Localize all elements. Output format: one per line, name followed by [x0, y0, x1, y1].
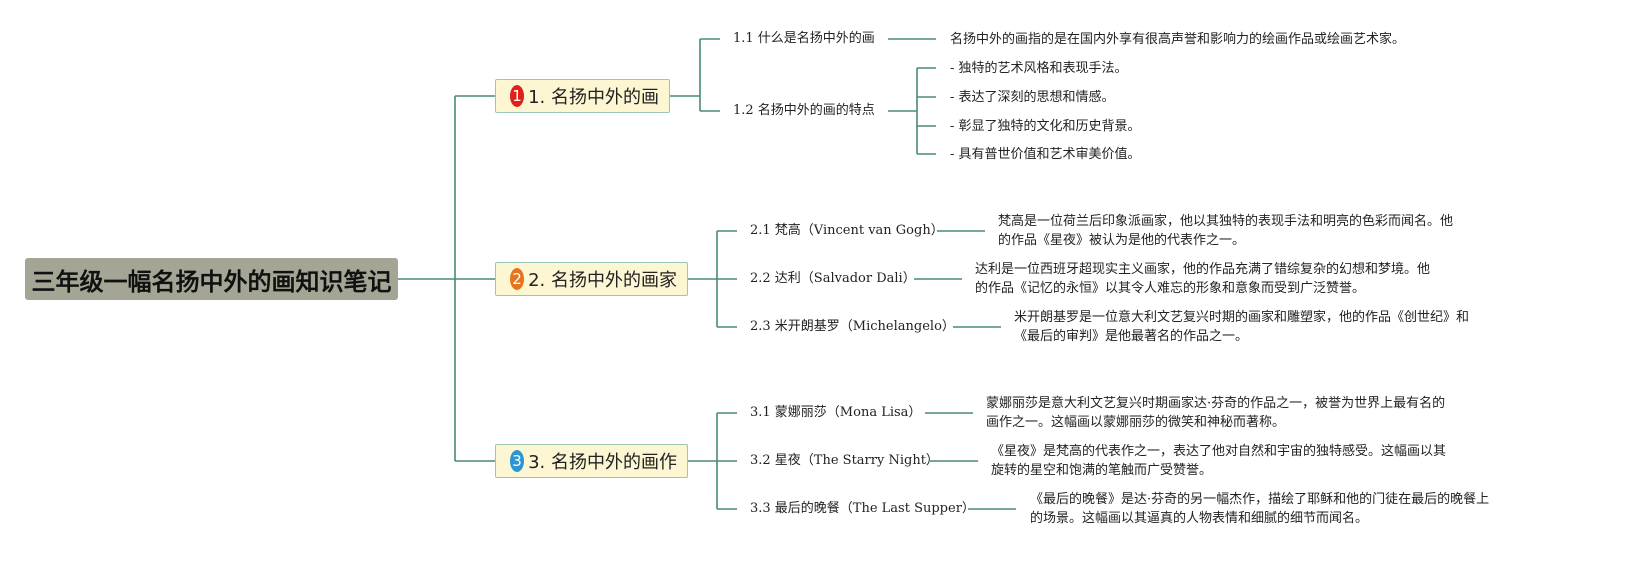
detail-2-1-1: 梵高是一位荷兰后印象派画家，他以其独特的表现手法和明亮的色彩而闻名。他 [998, 214, 1454, 229]
detail-3-1-1: 蒙娜丽莎是意大利文艺复兴时期画家达·芬奇的作品之一，被誉为世界上最有名的 [986, 396, 1446, 411]
detail-1-1-1: 名扬中外的画指的是在国内外享有很高声誉和影响力的绘画作品或绘画艺术家。 [950, 32, 1406, 47]
detail-1-2-1: - 独特的艺术风格和表现手法。 [950, 61, 1128, 76]
branch-topic-1[interactable]: 1 1. 名扬中外的画 [495, 79, 670, 113]
connector-root [398, 95, 495, 462]
branch-label: 2. 名扬中外的画家 [528, 270, 677, 291]
detail-2-2-2: 的作品《记忆的永恒》以其令人难忘的形象和意象而受到广泛赞誉。 [975, 281, 1366, 296]
detail-2-3-2: 《最后的审判》是他最著名的作品之一。 [1014, 329, 1249, 344]
root-topic[interactable]: 三年级一幅名扬中外的画知识笔记 [25, 258, 398, 300]
subtopic-3-1[interactable]: 3.1 蒙娜丽莎（Mona Lisa） [750, 405, 922, 420]
subtopic-2-1[interactable]: 2.1 梵高（Vincent van Gogh） [750, 223, 944, 238]
branch-topic-3[interactable]: 3 3. 名扬中外的画作 [495, 444, 688, 478]
priority-2-icon: 2 [510, 268, 525, 290]
branch-label: 3. 名扬中外的画作 [528, 452, 677, 473]
detail-2-2-1: 达利是一位西班牙超现实主义画家，他的作品充满了错综复杂的幻想和梦境。他 [975, 262, 1431, 277]
connector-branch-3 [688, 412, 737, 510]
subtopic-1-2[interactable]: 1.2 名扬中外的画的特点 [733, 103, 875, 118]
subtopic-2-2[interactable]: 2.2 达利（Salvador Dali） [750, 271, 916, 286]
connector-sub-3 [925, 412, 1016, 510]
detail-3-2-2: 旋转的星空和饱满的笔触而广受赞誉。 [991, 463, 1213, 478]
detail-1-2-3: - 彰显了独特的文化和历史背景。 [950, 119, 1141, 134]
detail-2-3-1: 米开朗基罗是一位意大利文艺复兴时期的画家和雕塑家，他的作品《创世纪》和 [1014, 310, 1470, 325]
detail-3-2-1: 《星夜》是梵高的代表作之一，表达了他对自然和宇宙的独特感受。这幅画以其 [991, 444, 1447, 459]
detail-3-1-2: 画作之一。这幅画以蒙娜丽莎的微笑和神秘而著称。 [986, 415, 1286, 430]
connector-branch-2 [688, 230, 737, 328]
priority-3-icon: 3 [510, 450, 525, 472]
priority-1-icon: 1 [510, 85, 525, 107]
subtopic-3-3[interactable]: 3.3 最后的晚餐（The Last Supper） [750, 501, 975, 516]
connector-branch-1 [670, 38, 720, 112]
subtopic-2-3[interactable]: 2.3 米开朗基罗（Michelangelo） [750, 319, 955, 334]
branch-topic-2[interactable]: 2 2. 名扬中外的画家 [495, 262, 688, 296]
detail-3-3-1: 《最后的晚餐》是达·芬奇的另一幅杰作，描绘了耶稣和他的门徒在最后的晚餐上 [1030, 492, 1490, 507]
root-title: 三年级一幅名扬中外的画知识笔记 [31, 267, 392, 296]
detail-1-2-4: - 具有普世价值和艺术审美价值。 [950, 147, 1141, 162]
detail-2-1-2: 的作品《星夜》被认为是他的代表作之一。 [998, 233, 1246, 248]
connector-sub-2 [914, 230, 1001, 328]
detail-3-3-2: 的场景。这幅画以其逼真的人物表情和细腻的细节而闻名。 [1030, 511, 1369, 526]
branch-label: 1. 名扬中外的画 [528, 87, 659, 108]
detail-1-2-2: - 表达了深刻的思想和情感。 [950, 90, 1115, 105]
subtopic-1-1[interactable]: 1.1 什么是名扬中外的画 [733, 31, 875, 46]
subtopic-3-2[interactable]: 3.2 星夜（The Starry Night） [750, 453, 939, 468]
connector-sub-1-2 [888, 67, 936, 155]
